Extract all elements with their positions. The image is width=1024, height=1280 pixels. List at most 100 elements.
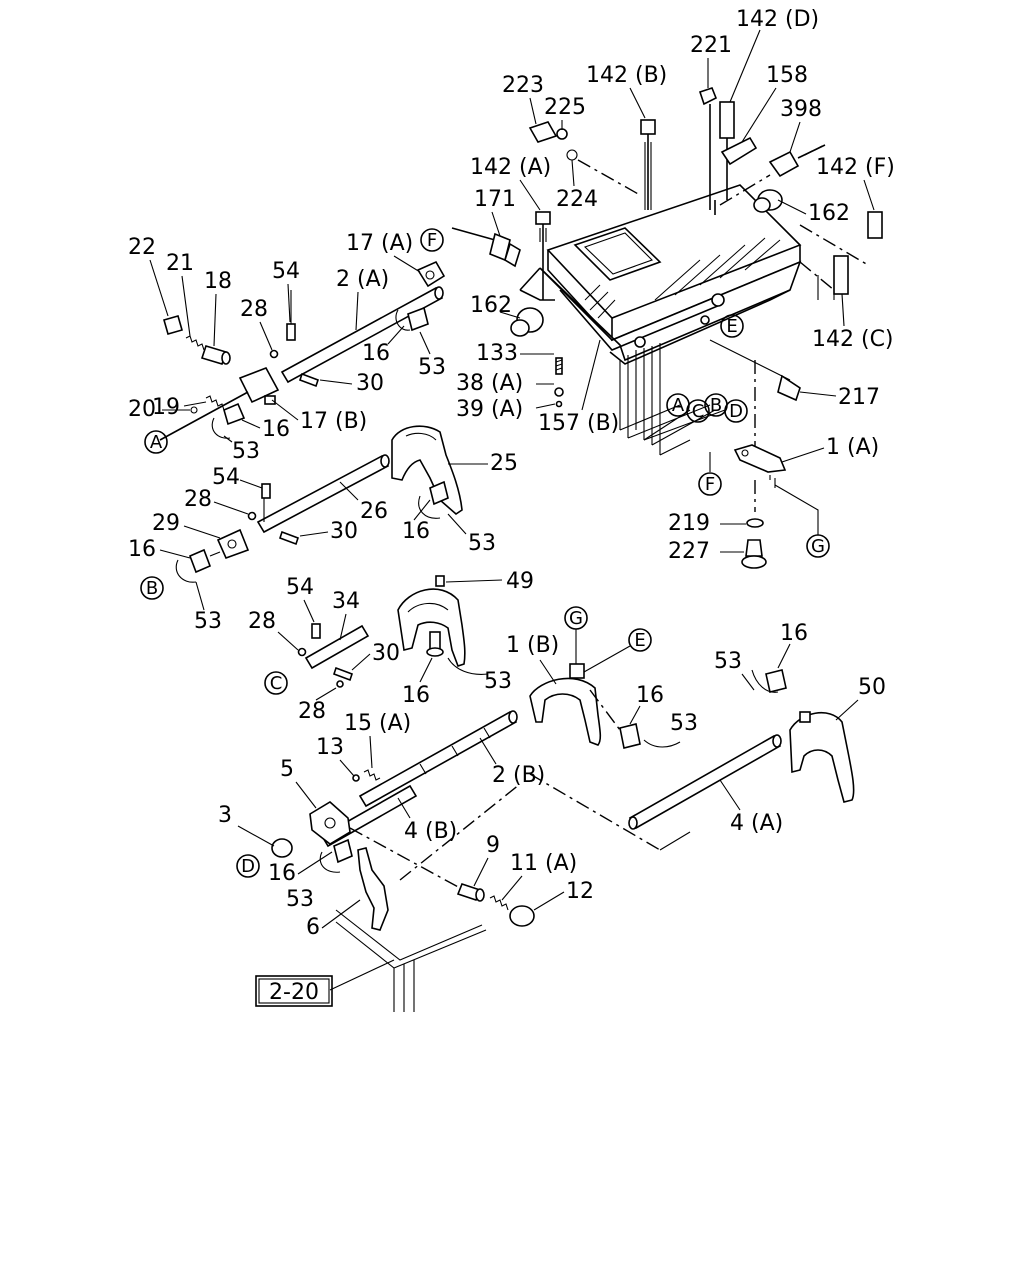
shift-rod-2B xyxy=(358,710,518,808)
svg-text:C: C xyxy=(270,673,283,694)
circle-ref-A-left: A xyxy=(144,430,168,454)
svg-text:F: F xyxy=(705,474,715,495)
bolt-16g-53g xyxy=(751,669,787,693)
pin-30b xyxy=(278,530,300,546)
svg-text:E: E xyxy=(634,630,645,651)
label-34: 34 xyxy=(332,589,360,614)
circle-ref-F-right: F xyxy=(698,472,722,496)
shift-fork-49 xyxy=(397,575,466,668)
svg-text:A: A xyxy=(672,395,685,416)
reference-box-2-20: 2-20 xyxy=(255,975,333,1007)
label-2B: 2 (B) xyxy=(492,763,545,788)
selector-lever-6 xyxy=(357,847,389,931)
pin-54a xyxy=(269,290,296,359)
label-227: 227 xyxy=(668,539,710,564)
bolt-16f-53f xyxy=(589,689,681,749)
label-9: 9 xyxy=(486,833,500,858)
label-224: 224 xyxy=(556,187,598,212)
label-16b: 16 xyxy=(262,417,290,442)
label-5: 5 xyxy=(280,757,294,782)
label-221: 221 xyxy=(690,33,732,58)
spring-21 xyxy=(185,335,205,351)
svg-text:G: G xyxy=(569,608,583,629)
label-142C: 142 (C) xyxy=(812,327,894,352)
part-labels: 142 (D) 221 158 398 142 (B) 223 225 224 … xyxy=(128,7,895,940)
label-19: 19 xyxy=(152,395,180,420)
bolt-16b-53b xyxy=(159,391,249,441)
label-223: 223 xyxy=(502,73,544,98)
label-28b: 28 xyxy=(184,487,212,512)
label-133: 133 xyxy=(476,341,518,366)
svg-text:B: B xyxy=(146,578,158,599)
label-157B: 157 (B) xyxy=(538,411,619,436)
label-158: 158 xyxy=(766,63,808,88)
plug-162-left xyxy=(510,307,544,337)
bottom-center-lines xyxy=(329,773,691,1012)
block-29 xyxy=(216,528,250,560)
plunger-18 xyxy=(200,345,231,365)
circle-ref-A-right: A xyxy=(666,393,690,417)
label-225: 225 xyxy=(544,95,586,120)
label-28c: 28 xyxy=(248,609,276,634)
circle-ref-D-left: D xyxy=(236,854,260,878)
washer-219 xyxy=(746,518,764,528)
circle-ref-D-right: D xyxy=(724,399,748,423)
label-30a: 30 xyxy=(356,371,384,396)
label-4A: 4 (A) xyxy=(730,811,783,836)
shift-fork-25 xyxy=(391,425,463,516)
label-217: 217 xyxy=(838,385,880,410)
label-22: 22 xyxy=(128,235,156,260)
shift-cover-housing xyxy=(519,184,802,365)
label-21: 21 xyxy=(166,251,194,276)
label-28d: 28 xyxy=(298,699,326,724)
bolt-16e-53e xyxy=(426,631,489,675)
label-50: 50 xyxy=(858,675,886,700)
label-54c: 54 xyxy=(286,575,314,600)
plug-162-right xyxy=(753,189,783,213)
label-30b: 30 xyxy=(330,519,358,544)
label-15A: 15 (A) xyxy=(344,711,411,736)
label-1B: 1 (B) xyxy=(506,633,559,658)
bolt-142F xyxy=(799,211,883,266)
circle-ref-E-right: E xyxy=(720,314,744,338)
bolt-142C xyxy=(799,255,849,300)
bolt-142B xyxy=(640,119,656,210)
label-219: 219 xyxy=(668,511,710,536)
circle-ref-G-right: G xyxy=(806,534,830,558)
shift-rod-4A xyxy=(628,734,782,830)
label-38A: 38 (A) xyxy=(456,371,523,396)
spring-19 xyxy=(190,395,225,414)
label-53e: 53 xyxy=(484,669,512,694)
pin-30a xyxy=(298,372,320,388)
label-18: 18 xyxy=(204,269,232,294)
label-17B: 17 (B) xyxy=(300,409,367,434)
label-16c: 16 xyxy=(402,519,430,544)
label-54a: 54 xyxy=(272,259,300,284)
svg-text:D: D xyxy=(241,856,255,877)
spring-11A xyxy=(489,895,509,911)
label-1A: 1 (A) xyxy=(826,435,879,460)
svg-text:D: D xyxy=(729,401,743,422)
label-29: 29 xyxy=(152,511,180,536)
label-20: 20 xyxy=(128,397,156,422)
svg-text:F: F xyxy=(427,230,437,251)
sensor-398 xyxy=(719,144,826,206)
nut-221 xyxy=(698,87,718,210)
label-54b: 54 xyxy=(212,465,240,490)
label-30c: 30 xyxy=(372,641,400,666)
circle-ref-G-fork: G xyxy=(564,606,588,664)
label-162-right: 162 xyxy=(808,201,850,226)
label-17A: 17 (A) xyxy=(346,231,413,256)
bracket-158 xyxy=(714,136,758,215)
label-2A: 2 (A) xyxy=(336,267,389,292)
label-171: 171 xyxy=(474,187,516,212)
circle-ref-E-fork: E xyxy=(583,628,652,673)
svg-text:G: G xyxy=(811,536,825,557)
stud-142D xyxy=(719,101,735,200)
label-25: 25 xyxy=(490,451,518,476)
svg-text:E: E xyxy=(726,316,737,337)
label-16h: 16 xyxy=(268,861,296,886)
shift-rod-34 xyxy=(304,624,370,670)
label-3: 3 xyxy=(218,803,232,828)
label-142A: 142 (A) xyxy=(470,155,551,180)
